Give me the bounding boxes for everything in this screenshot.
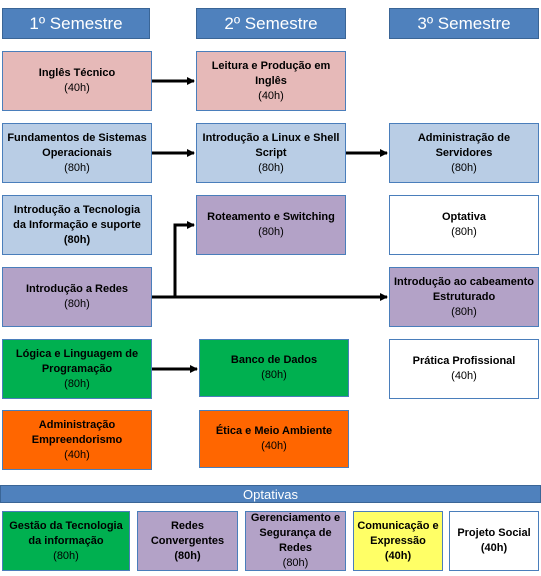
- course-hours: (40h): [384, 549, 412, 562]
- course-ingles-tecnico: Inglês Técnico (40h): [2, 51, 152, 111]
- course-banco-dados: Banco de Dados (80h): [199, 339, 349, 397]
- course-intro-ti: Introdução a Tecnologia da Informação e …: [2, 195, 152, 255]
- course-title: Ética e Meio Ambiente: [215, 425, 333, 437]
- course-hours: (80h): [258, 161, 284, 174]
- course-title: Administração Empreendorismo: [31, 418, 123, 446]
- course-hours: (40h): [258, 89, 284, 102]
- course-hours: (40h): [261, 440, 287, 452]
- course-hours: (80h): [451, 305, 477, 318]
- course-leitura-producao: Leitura e Produção em Inglês (40h): [196, 51, 346, 111]
- course-title: Lógica e Linguagem de Programação: [15, 347, 139, 375]
- course-hours: (40h): [64, 448, 90, 461]
- course-hours: (40h): [451, 370, 477, 382]
- course-hours: (80h): [53, 549, 79, 562]
- course-fundamentos-so: Fundamentos de Sistemas Operacionais (80…: [2, 123, 152, 183]
- course-title: Introdução ao cabeamento Estruturado: [394, 275, 534, 303]
- course-title: Introdução a Linux e Shell Script: [202, 131, 340, 159]
- course-linux-shell: Introdução a Linux e Shell Script (80h): [196, 123, 346, 183]
- course-roteamento-switching: Roteamento e Switching (80h): [196, 195, 346, 255]
- course-logica-programacao: Lógica e Linguagem de Programação (80h): [2, 339, 152, 399]
- optativa-redes-convergentes: Redes Convergentes (80h): [137, 511, 238, 571]
- optativa-comunicacao-expressao: Comunicação e Expressão (40h): [353, 511, 443, 571]
- course-title: Prática Profissional: [412, 355, 516, 367]
- course-title: Leitura e Produção em Inglês: [211, 59, 331, 87]
- course-hours: (80h): [282, 557, 309, 569]
- optativa-gestao-ti: Gestão da Tecnologia da informação (80h): [2, 511, 130, 571]
- semester-1-header: 1º Semestre: [2, 8, 150, 39]
- course-title: Redes Convergentes: [150, 519, 225, 547]
- optativa-projeto-social: Projeto Social (40h): [449, 511, 539, 571]
- semester-3-header: 3º Semestre: [389, 8, 539, 39]
- optativa-gerenciamento-seguranca: Gerenciamento e Segurança de Redes (80h): [245, 511, 346, 571]
- course-title: Gestão da Tecnologia da informação: [9, 519, 123, 547]
- course-title: Introdução a Redes: [25, 283, 129, 295]
- course-admin-empreendorismo: Administração Empreendorismo (40h): [2, 410, 152, 470]
- course-title: Inglês Técnico: [38, 67, 116, 79]
- course-hours: (80h): [64, 377, 90, 390]
- course-hours: (80h): [64, 298, 90, 310]
- course-title: Projeto Social: [457, 527, 531, 539]
- course-hours: (80h): [64, 161, 90, 174]
- semester-2-header: 2º Semestre: [196, 8, 346, 39]
- course-title: Gerenciamento e Segurança de Redes: [250, 512, 341, 554]
- course-admin-servidores: Administração de Servidores (80h): [389, 123, 539, 183]
- course-hours: (80h): [451, 161, 477, 174]
- course-hours: (80h): [174, 549, 201, 562]
- course-hours: (80h): [451, 226, 477, 238]
- course-intro-redes: Introdução a Redes (80h): [2, 267, 152, 327]
- course-title: Banco de Dados: [230, 354, 318, 366]
- course-title: Administração de Servidores: [417, 131, 511, 159]
- course-etica-meio-ambiente: Ética e Meio Ambiente (40h): [199, 410, 349, 468]
- course-hours: (40h): [480, 542, 508, 554]
- course-pratica-profissional: Prática Profissional (40h): [389, 339, 539, 399]
- arrow-redes-to-roteamento: [152, 221, 195, 299]
- course-title: Fundamentos de Sistemas Operacionais: [7, 131, 147, 159]
- course-title: Roteamento e Switching: [207, 211, 335, 223]
- course-hours: (80h): [261, 369, 287, 381]
- course-optativa: Optativa (80h): [389, 195, 539, 255]
- course-title: Introdução a Tecnologia da Informação e …: [13, 203, 141, 231]
- course-hours: (80h): [63, 233, 91, 246]
- course-title: Optativa: [441, 211, 486, 223]
- course-cabeamento: Introdução ao cabeamento Estruturado (80…: [389, 267, 539, 327]
- course-hours: (40h): [64, 82, 90, 94]
- course-hours: (80h): [258, 226, 284, 238]
- course-title: Comunicação e Expressão: [357, 519, 439, 547]
